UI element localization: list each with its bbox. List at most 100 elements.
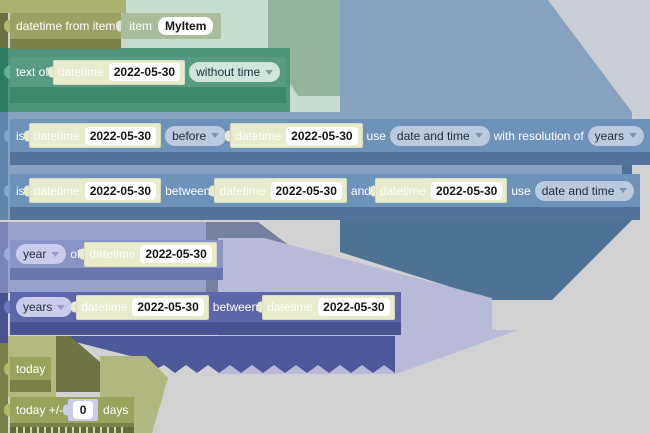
datetime-label: datetime xyxy=(267,300,314,314)
is-compare-bar[interactable]: is datetime 2022-05-30 before datetime 2… xyxy=(10,119,650,152)
dropdown-arrow-icon xyxy=(265,69,274,75)
block-shadow-strip xyxy=(10,268,223,280)
dropdown-value: date and time xyxy=(541,183,615,198)
datetime-value-field[interactable]: 2022-05-30 xyxy=(108,63,181,81)
unit-dropdown[interactable]: years xyxy=(16,297,73,317)
is-between-bar[interactable]: is datetime 2022-05-30 between datetime … xyxy=(10,174,641,207)
block-label: today xyxy=(16,361,46,376)
dropdown-value: years xyxy=(594,128,625,143)
datetime-value-field[interactable]: 2022-05-30 xyxy=(430,181,503,200)
today-offset-block[interactable]: today +/- 0 days xyxy=(10,397,135,433)
datetime-from-item-bar[interactable]: datetime from item xyxy=(10,13,122,39)
datetime-input-block[interactable]: datetime 2022-05-30 xyxy=(369,178,508,203)
puzzle-tab-icon xyxy=(63,404,69,416)
dropdown-value: year xyxy=(23,247,47,261)
without-time-dropdown[interactable]: without time xyxy=(189,62,281,82)
puzzle-tab-icon xyxy=(257,301,263,313)
puzzle-tab-icon xyxy=(225,130,231,141)
clipped-next-block xyxy=(10,427,135,433)
resolution-dropdown[interactable]: years xyxy=(587,125,645,146)
datetime-input-block[interactable]: datetime 2022-05-30 xyxy=(23,178,162,203)
today-bar[interactable]: today xyxy=(10,357,52,380)
use-dropdown[interactable]: date and time xyxy=(389,125,490,146)
dropdown-value: date and time xyxy=(396,128,470,143)
datetime-input-block[interactable]: datetime 2022-05-30 xyxy=(23,123,162,148)
resolution-label: with resolution of xyxy=(493,128,584,143)
puzzle-tab-icon xyxy=(23,130,29,141)
puzzle-tab-icon xyxy=(71,301,77,313)
datetime-input-block[interactable]: datetime 2022-05-30 xyxy=(79,241,217,267)
block-label: is xyxy=(16,128,25,143)
dropdown-arrow-icon xyxy=(57,304,66,310)
year-of-block[interactable]: year of datetime 2022-05-30 xyxy=(10,240,223,280)
block-label: text of xyxy=(16,65,49,79)
datetime-value-field[interactable]: 2022-05-30 xyxy=(270,181,342,200)
datetime-value-field[interactable]: 2022-05-30 xyxy=(84,126,157,145)
datetime-input-block[interactable]: datetime 2022-05-30 xyxy=(47,59,186,85)
puzzle-tab-icon xyxy=(369,185,375,196)
years-between-block[interactable]: years datetime 2022-05-30 between dateti… xyxy=(10,292,401,335)
today-offset-bar[interactable]: today +/- 0 days xyxy=(10,397,135,423)
datetime-value-field[interactable]: 2022-05-30 xyxy=(318,298,390,316)
year-of-bar[interactable]: year of datetime 2022-05-30 xyxy=(10,240,223,268)
between-label: between xyxy=(212,300,259,314)
datetime-label: datetime xyxy=(379,183,426,198)
datetime-value-field[interactable]: 2022-05-30 xyxy=(140,245,212,263)
datetime-input-block[interactable]: datetime 2022-05-30 xyxy=(209,178,347,203)
number-input-block[interactable]: 0 xyxy=(63,399,99,421)
datetime-label: datetime xyxy=(235,128,282,143)
block-shadow-strip xyxy=(10,423,135,427)
datetime-input-block[interactable]: datetime 2022-05-30 xyxy=(257,294,395,320)
unit-dropdown[interactable]: year xyxy=(16,244,67,264)
dropdown-arrow-icon xyxy=(619,188,628,193)
dropdown-arrow-icon xyxy=(474,133,483,138)
block-shadow-strip xyxy=(10,380,52,392)
datetime-value-field[interactable]: 2022-05-30 xyxy=(286,126,358,145)
datetime-label: datetime xyxy=(57,65,104,79)
operator-dropdown[interactable]: before xyxy=(165,125,227,146)
puzzle-tab-icon xyxy=(23,185,29,196)
block-shadow-strip xyxy=(10,87,287,103)
datetime-from-item-block[interactable]: datetime from item item MyItem xyxy=(10,13,222,49)
datetime-label: datetime xyxy=(89,247,136,261)
datetime-label: datetime xyxy=(33,128,80,143)
days-label: days xyxy=(103,403,129,417)
block-label: today +/- xyxy=(16,403,64,417)
text-of-bar[interactable]: text of datetime 2022-05-30 without time xyxy=(10,57,287,87)
dropdown-value: before xyxy=(172,128,207,143)
is-compare-block[interactable]: is datetime 2022-05-30 before datetime 2… xyxy=(10,119,650,165)
days-value-field[interactable]: 0 xyxy=(73,401,94,419)
dropdown-arrow-icon xyxy=(51,251,60,257)
datetime-label: datetime xyxy=(33,183,80,198)
item-name-field[interactable]: MyItem xyxy=(158,17,214,35)
between-label: between xyxy=(165,183,211,198)
datetime-label: datetime xyxy=(81,300,128,314)
years-between-bar[interactable]: years datetime 2022-05-30 between dateti… xyxy=(10,292,401,322)
datetime-value-field[interactable]: 2022-05-30 xyxy=(84,181,157,200)
puzzle-tab-icon xyxy=(79,248,85,260)
item-input-block[interactable]: item MyItem xyxy=(116,13,222,39)
dropdown-arrow-icon xyxy=(629,133,638,138)
use-label: use xyxy=(511,183,531,198)
datetime-input-block[interactable]: datetime 2022-05-30 xyxy=(225,123,363,148)
block-shadow-strip xyxy=(10,207,641,220)
puzzle-tab-icon xyxy=(116,20,122,32)
item-label: item xyxy=(129,19,153,33)
is-between-block[interactable]: is datetime 2022-05-30 between datetime … xyxy=(10,174,641,220)
of-label: of xyxy=(70,247,81,261)
dropdown-value: without time xyxy=(196,65,261,79)
datetime-input-block[interactable]: datetime 2022-05-30 xyxy=(71,294,209,320)
block-shadow-strip xyxy=(10,322,401,335)
text-of-block[interactable]: text of datetime 2022-05-30 without time xyxy=(10,57,287,103)
datetime-value-field[interactable]: 2022-05-30 xyxy=(132,298,204,316)
block-shadow-strip xyxy=(10,39,122,49)
dropdown-value: years xyxy=(23,300,53,314)
use-dropdown[interactable]: date and time xyxy=(534,180,635,201)
puzzle-tab-icon xyxy=(209,185,215,196)
datetime-label: datetime xyxy=(219,183,266,198)
and-label: and xyxy=(350,183,371,198)
today-block[interactable]: today xyxy=(10,357,52,392)
use-label: use xyxy=(366,128,386,143)
block-shadow-strip xyxy=(10,152,650,165)
